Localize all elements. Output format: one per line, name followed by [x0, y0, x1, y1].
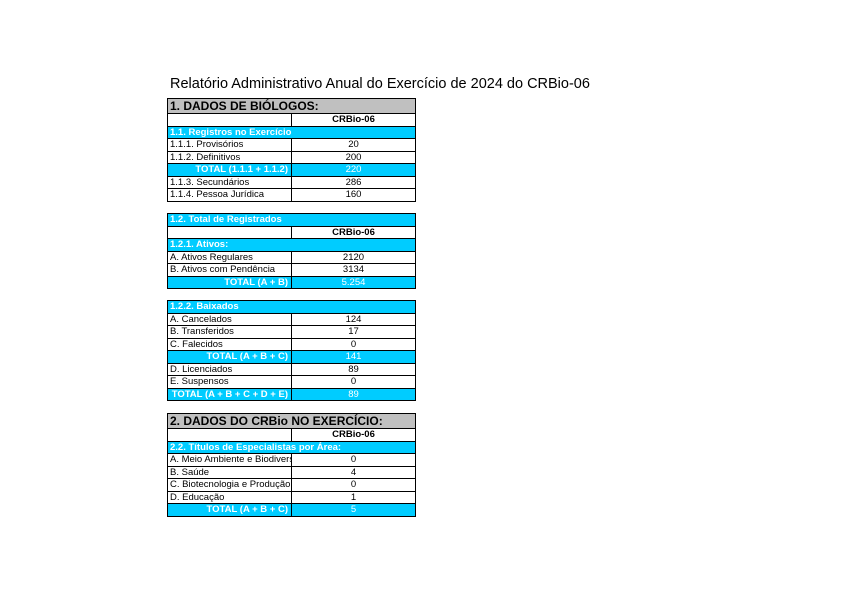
table-row: D. Educação 1 — [167, 490, 416, 504]
blank-cell — [167, 225, 292, 239]
row-label: D. Licenciados — [167, 362, 292, 376]
table-row: 1.1.3. Secundários 286 — [167, 175, 416, 189]
total-value: 141 — [291, 350, 416, 364]
table-registrados: 1.2. Total de Registrados CRBio-06 1.2.1… — [167, 213, 416, 289]
row-value: 200 — [291, 150, 416, 164]
table-row: A. Meio Ambiente e Biodiversidade 0 — [167, 453, 416, 467]
total-value: 5.254 — [291, 275, 416, 289]
section-heading-row: 1. DADOS DE BIÓLOGOS: — [167, 98, 416, 114]
subsection-registros: 1.1. Registros no Exercício — [167, 125, 416, 139]
blank-cell — [167, 428, 292, 442]
table-row: B. Saúde 4 — [167, 465, 416, 479]
subsection-baixados: 1.2.2. Baixados — [167, 300, 416, 314]
row-label: B. Ativos com Pendência — [167, 263, 292, 277]
total-value: 220 — [291, 163, 416, 177]
section2-heading: 2. DADOS DO CRBio NO EXERCÍCIO: — [167, 413, 416, 429]
total-row: TOTAL (A + B) 5.254 — [167, 275, 416, 289]
subsection-row: 1.2.2. Baixados — [167, 300, 416, 314]
row-value: 0 — [291, 453, 416, 467]
row-label: 1.1.4. Pessoa Jurídica — [167, 188, 292, 202]
column-header-row: CRBio-06 — [167, 113, 416, 127]
table-row: C. Falecidos 0 — [167, 337, 416, 351]
total-label: TOTAL (A + B + C) — [167, 350, 292, 364]
row-value: 160 — [291, 188, 416, 202]
column-header: CRBio-06 — [291, 225, 416, 239]
row-value: 89 — [291, 362, 416, 376]
row-value: 20 — [291, 138, 416, 152]
subsection-row: 1.2. Total de Registrados — [167, 213, 416, 227]
total-row: TOTAL (A + B + C) 141 — [167, 350, 416, 364]
table-row: C. Biotecnologia e Produção 0 — [167, 478, 416, 492]
row-label: A. Cancelados — [167, 312, 292, 326]
subsection-row: 1.2.1. Ativos: — [167, 238, 416, 252]
table-row: A. Ativos Regulares 2120 — [167, 250, 416, 264]
total-label: TOTAL (1.1.1 + 1.1.2) — [167, 163, 292, 177]
table-row: E. Suspensos 0 — [167, 375, 416, 389]
total-label: TOTAL (A + B + C) — [167, 503, 292, 517]
row-value: 0 — [291, 478, 416, 492]
total-label: TOTAL (A + B + C + D + E) — [167, 387, 292, 401]
table-row: 1.1.4. Pessoa Jurídica 160 — [167, 188, 416, 202]
row-label: 1.1.1. Provisórios — [167, 138, 292, 152]
row-value: 4 — [291, 465, 416, 479]
row-label: C. Biotecnologia e Produção — [167, 478, 292, 492]
report-title: Relatório Administrativo Anual do Exercí… — [170, 76, 590, 92]
column-header: CRBio-06 — [291, 428, 416, 442]
row-value: 17 — [291, 325, 416, 339]
subsection-row: 1.1. Registros no Exercício — [167, 125, 416, 139]
blank-cell — [167, 113, 292, 127]
row-label: 1.1.3. Secundários — [167, 175, 292, 189]
subsection-registrados: 1.2. Total de Registrados — [167, 213, 416, 227]
row-value: 2120 — [291, 250, 416, 264]
row-label: B. Transferidos — [167, 325, 292, 339]
section1-heading: 1. DADOS DE BIÓLOGOS: — [167, 98, 416, 114]
row-label: B. Saúde — [167, 465, 292, 479]
row-label: 1.1.2. Definitivos — [167, 150, 292, 164]
table-row: D. Licenciados 89 — [167, 362, 416, 376]
row-value: 286 — [291, 175, 416, 189]
total-value: 5 — [291, 503, 416, 517]
table-baixados: 1.2.2. Baixados A. Cancelados 124 B. Tra… — [167, 300, 416, 401]
column-header: CRBio-06 — [291, 113, 416, 127]
row-label: E. Suspensos — [167, 375, 292, 389]
total-row: TOTAL (A + B + C) 5 — [167, 503, 416, 517]
table-row: A. Cancelados 124 — [167, 312, 416, 326]
row-label: D. Educação — [167, 490, 292, 504]
section-heading-row: 2. DADOS DO CRBio NO EXERCÍCIO: — [167, 413, 416, 429]
subsection-row: 2.2. Títulos de Especialistas por Área: — [167, 440, 416, 454]
row-label: A. Meio Ambiente e Biodiversidade — [167, 453, 292, 467]
subsection-titulos: 2.2. Títulos de Especialistas por Área: — [167, 440, 416, 454]
total-row: TOTAL (1.1.1 + 1.1.2) 220 — [167, 163, 416, 177]
total-row: TOTAL (A + B + C + D + E) 89 — [167, 387, 416, 401]
column-header-row: CRBio-06 — [167, 428, 416, 442]
total-value: 89 — [291, 387, 416, 401]
subsection-ativos: 1.2.1. Ativos: — [167, 238, 416, 252]
table-row: B. Transferidos 17 — [167, 325, 416, 339]
table-dados-crbio: 2. DADOS DO CRBio NO EXERCÍCIO: CRBio-06… — [167, 413, 416, 517]
table-row: 1.1.2. Definitivos 200 — [167, 150, 416, 164]
row-value: 124 — [291, 312, 416, 326]
total-label: TOTAL (A + B) — [167, 275, 292, 289]
row-value: 0 — [291, 337, 416, 351]
row-value: 1 — [291, 490, 416, 504]
row-label: A. Ativos Regulares — [167, 250, 292, 264]
row-label: C. Falecidos — [167, 337, 292, 351]
table-registros: 1. DADOS DE BIÓLOGOS: CRBio-06 1.1. Regi… — [167, 98, 416, 202]
row-value: 0 — [291, 375, 416, 389]
table-row: 1.1.1. Provisórios 20 — [167, 138, 416, 152]
table-row: B. Ativos com Pendência 3134 — [167, 263, 416, 277]
row-value: 3134 — [291, 263, 416, 277]
column-header-row: CRBio-06 — [167, 225, 416, 239]
